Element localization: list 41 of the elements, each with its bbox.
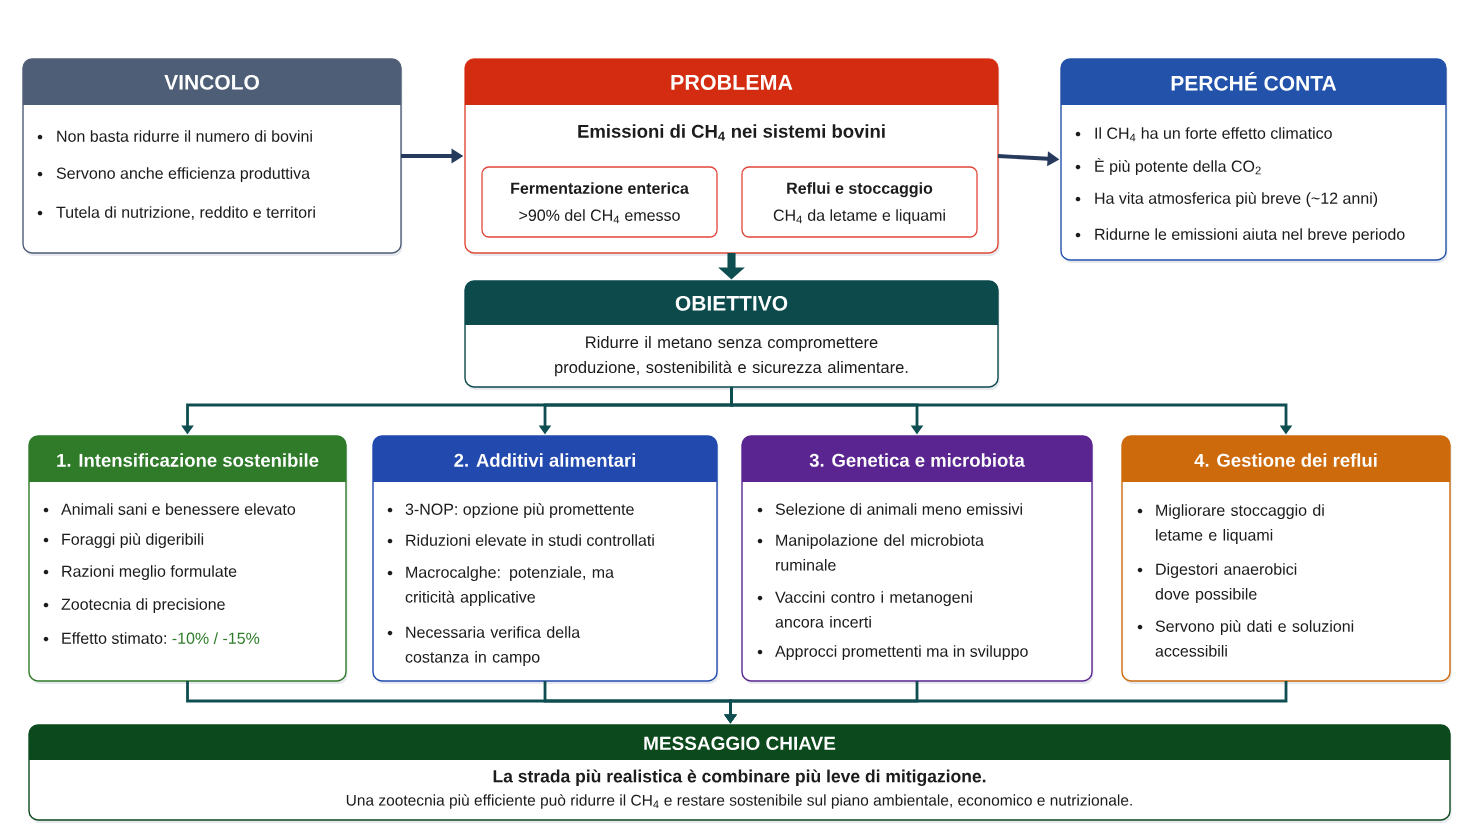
bullet-item: Selezione di animali meno emissivi [775,503,1022,515]
card-header: VINCOLO [23,59,401,105]
bullet-item: Servono anche efficienza produttiva [56,167,311,183]
bullet-item: Ha vita atmosferica più breve (~12 anni) [1095,192,1378,208]
bullet-item: Vaccini contro i metanogeni ancora incerti [775,591,972,628]
bullet-item: Non basta ridurre il numero di bovini [57,130,312,142]
card-header: 3. Genetica e microbiota [742,436,1092,482]
card-header: MESSAGGIO CHIAVE [29,725,1450,760]
bullet-item: È più potente della CO$_{2}$ [1095,157,1261,176]
bullet-item: 3-NOP: opzione più promettente [405,503,634,519]
card-header: PERCHÉ CONTA [1061,59,1446,105]
box-text: >90% del CH$_{4}$ emesso [519,209,680,224]
bullet-item: Riduzioni elevate in studi controllati [406,534,654,546]
bullet-item: Foraggi più digeribili [62,533,204,549]
card-header: 1. Intensificazione sostenibile [29,436,346,482]
bullet-item: Manipolazione del microbiota ruminale [776,534,984,571]
bullet-item: Animali sani e benessere elevato [61,503,296,515]
card-text: Una zootecnia più efficiente può ridurre il CH$_{4}$ e restare sostenibile sul piano ambientale, economico e nutrizionale. [346,794,1132,809]
bullet-item: Zootecnia di precisione [61,598,225,614]
box-text: CH$_{4}$ da letame e liquami [773,209,945,225]
card-text: Ridurre il metano senza compromettere produzione, sostenibilità e sicurezza alimentare. [555,336,908,377]
box-title: Fermentazione enterica [511,182,689,194]
bullet-item: Il CH$_{4}$ ha un forte effetto climatico [1095,127,1332,142]
bullet-item: Ridurne le emissioni aiuta nel breve periodo [1095,228,1405,244]
card-header: PROBLEMA [465,59,998,105]
bullet-item: Tutela di nutrizione, reddito e territori [56,206,315,220]
card-header: OBIETTIVO [465,281,998,325]
key-message: La strada più realistica è combinare più leve di mitigazione. [493,769,986,786]
bullet-item: Effetto stimato: [62,632,166,644]
bullet-item: Servono più dati e soluzioni accessibili [1155,620,1354,657]
bullet-item: Razioni meglio formulate [62,565,237,581]
bullet-item: Necessaria verifica della costanza in campo [405,626,581,666]
bullet-item: Migliorare stoccaggio di letame e liquami [1156,504,1324,544]
estimate-value: -10% / -15% [172,632,260,644]
bullet-item: Macrocalghe: potenziale, ma criticità applicative [405,566,614,606]
bullet-item: Digestori anaerobici dove possibile [1155,563,1297,603]
bullet-item: Approcci promettenti ma in sviluppo [775,645,1028,661]
card-subtitle: Emissioni di CH$_{4}$ nei sistemi bovini [578,124,885,141]
box-title: Reflui e stoccaggio [787,182,933,198]
card-header: 4. Gestione dei reflui [1122,436,1450,482]
card-header: 2. Additivi alimentari [373,436,717,482]
